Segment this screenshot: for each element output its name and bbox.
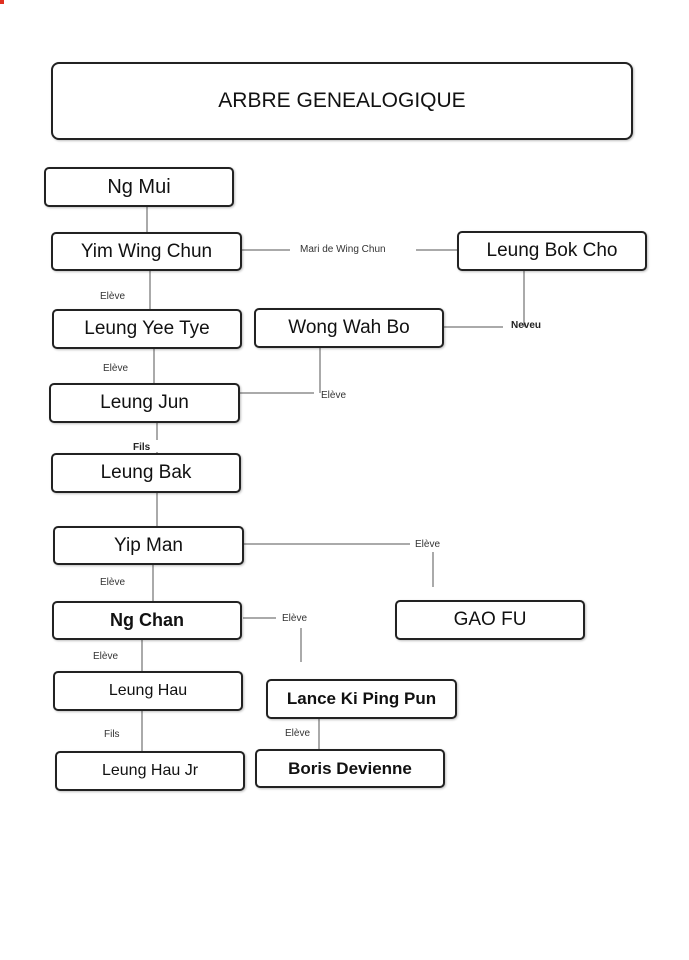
corner-mark bbox=[0, 0, 4, 4]
label-eleve-yim-leungyeetye: Elève bbox=[100, 291, 126, 302]
page-title: ARBRE GENEALOGIQUE bbox=[51, 62, 633, 140]
person-wong-wah-bo: Wong Wah Bo bbox=[254, 308, 444, 348]
person-ng-chan: Ng Chan bbox=[52, 601, 242, 640]
person-ng-mui: Ng Mui bbox=[44, 167, 234, 207]
person-leung-hau: Leung Hau bbox=[53, 671, 243, 711]
person-leung-bak: Leung Bak bbox=[51, 453, 241, 493]
label-eleve-yipman-ngchan: Elève bbox=[100, 577, 126, 588]
label-eleve-ngchan-lance: Elève bbox=[282, 613, 308, 624]
person-leung-bok-cho: Leung Bok Cho bbox=[457, 231, 647, 271]
label-eleve-lance-boris: Elève bbox=[285, 728, 311, 739]
person-yim-wing-chun: Yim Wing Chun bbox=[51, 232, 242, 271]
person-gao-fu: GAO FU bbox=[395, 600, 585, 640]
person-yip-man: Yip Man bbox=[53, 526, 244, 565]
person-leung-jun: Leung Jun bbox=[49, 383, 240, 423]
label-eleve-yipman-gaofu: Elève bbox=[415, 539, 441, 550]
person-boris-devienne: Boris Devienne bbox=[255, 749, 445, 788]
label-eleve-ngchan-leunghau: Elève bbox=[93, 651, 119, 662]
person-leung-yee-tye: Leung Yee Tye bbox=[52, 309, 242, 349]
person-leung-hau-jr: Leung Hau Jr bbox=[55, 751, 245, 791]
label-eleve-leungyeetye-leungjun: Elève bbox=[103, 363, 129, 374]
label-fils-leunghau-jr: Fils bbox=[104, 729, 120, 740]
label-neveu: Neveu bbox=[511, 320, 542, 331]
label-eleve-wongwahbo-leungjun: Elève bbox=[321, 390, 347, 401]
person-lance-ki-ping-pun: Lance Ki Ping Pun bbox=[266, 679, 457, 719]
label-mari-de-wing-chun: Mari de Wing Chun bbox=[300, 244, 386, 255]
label-fils-leungjun-leungbak: Fils bbox=[133, 442, 151, 453]
